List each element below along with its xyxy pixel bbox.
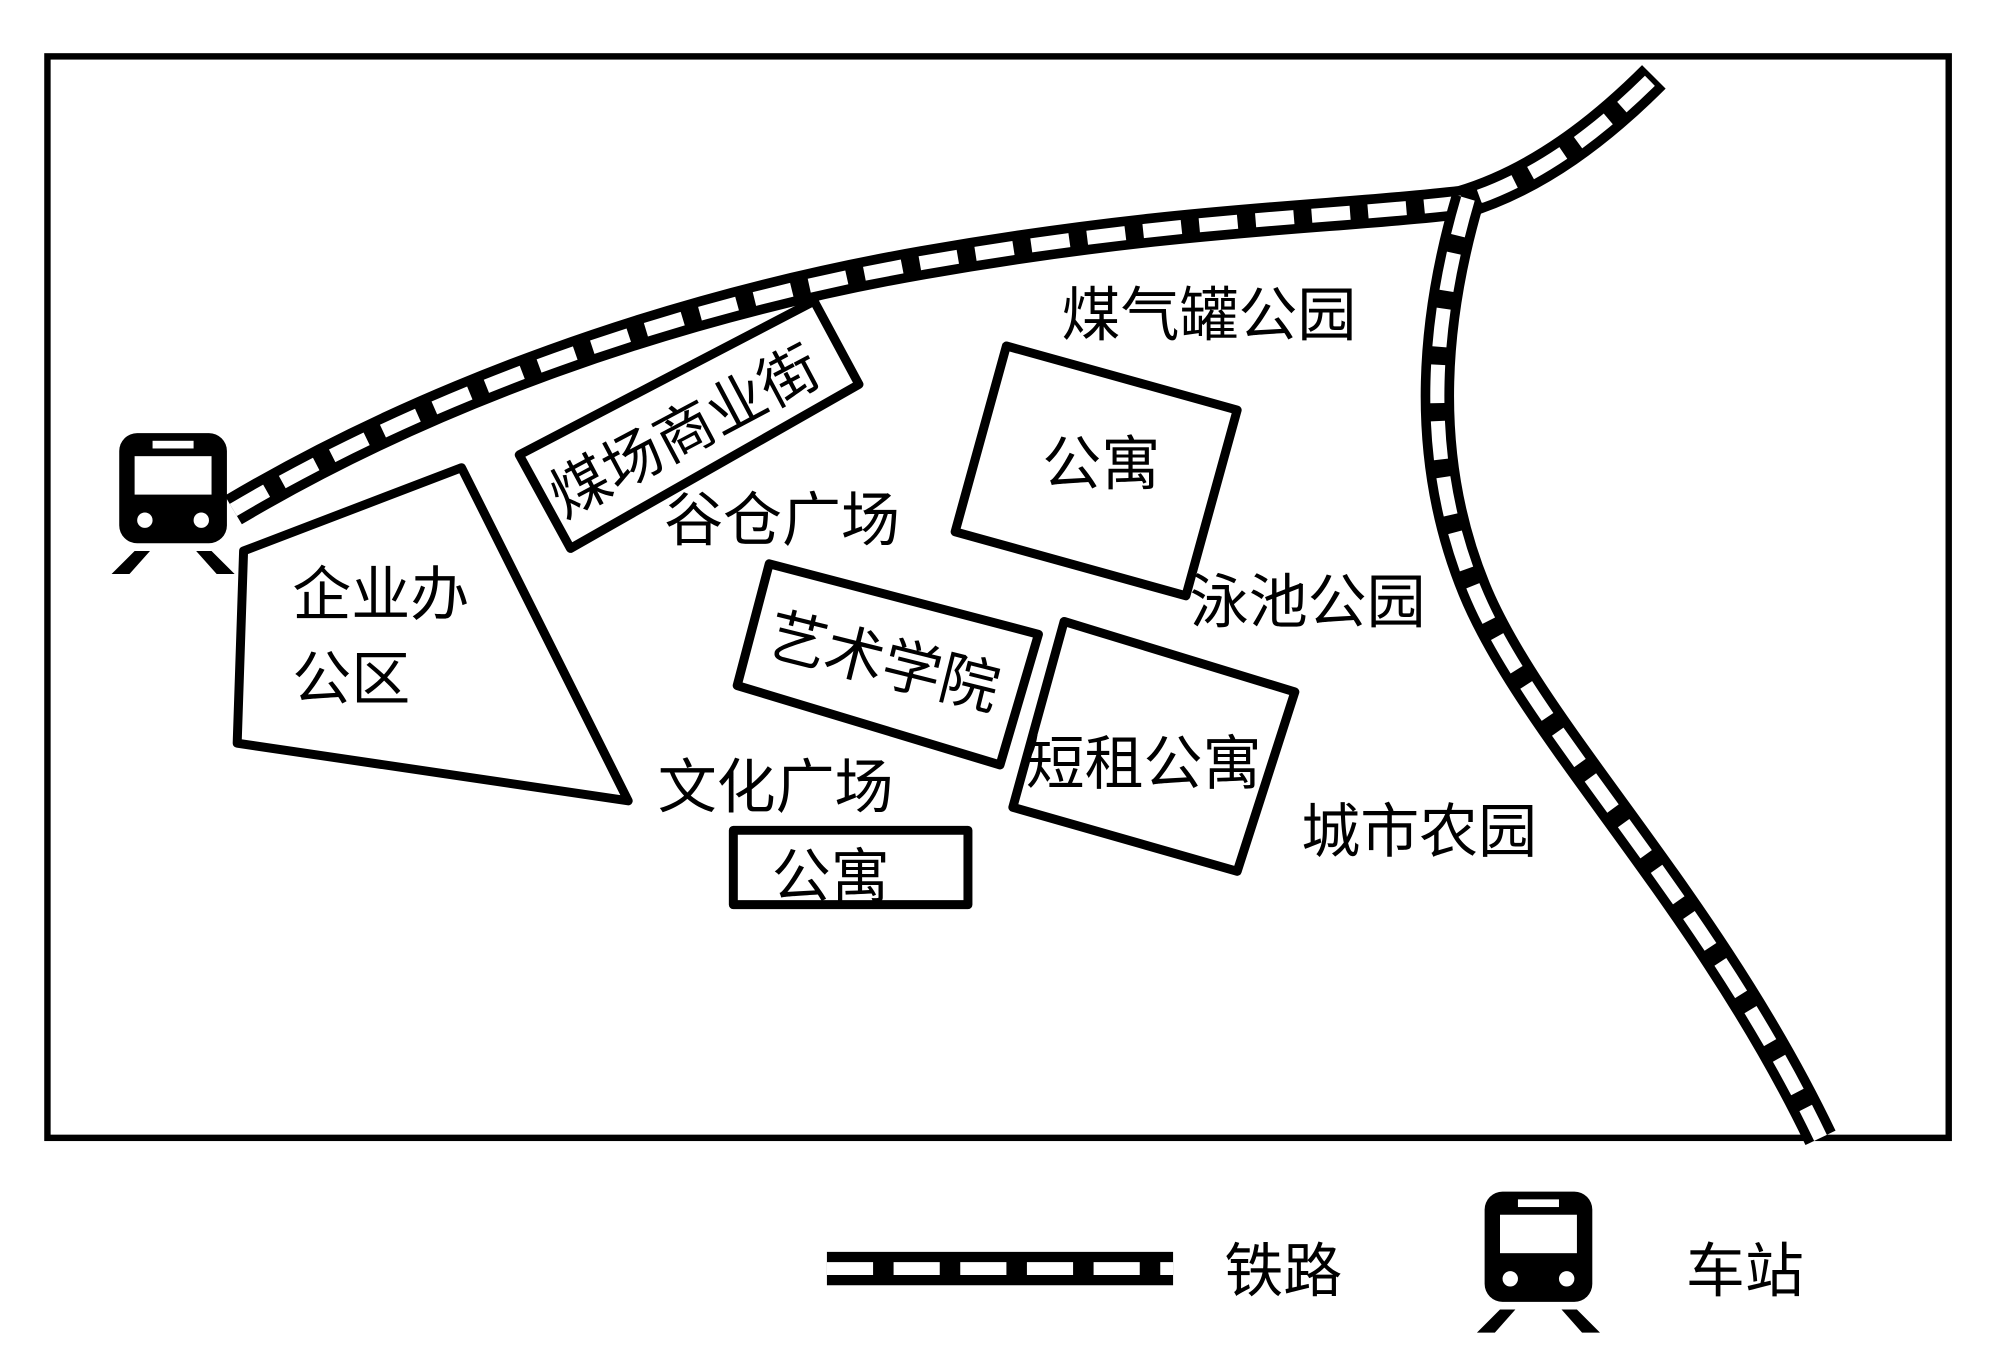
apartment-bottom-outline	[728, 825, 973, 910]
label-office-line1: 企业办	[292, 560, 469, 629]
label-urban-farm: 城市农园	[1301, 797, 1537, 866]
label-granary-square: 谷仓广场	[664, 486, 900, 555]
apartment-top-outline	[950, 341, 1242, 601]
railway-branch	[1420, 193, 1836, 1146]
label-apartment-top: 公寓	[1042, 429, 1160, 498]
legend-railway-label: 铁路	[1224, 1237, 1342, 1306]
label-gas-tank-park: 煤气罐公园	[1062, 281, 1357, 350]
legend-station-icon	[1476, 1191, 1600, 1333]
label-pool-park: 泳池公园	[1190, 568, 1426, 637]
label-office-line2: 公区	[292, 645, 410, 714]
office-district-outline	[232, 463, 633, 806]
art-academy-outline	[732, 559, 1043, 770]
short-rent-outline	[1008, 616, 1300, 876]
station-icon	[111, 433, 235, 575]
label-short-rent: 短租公寓	[1026, 729, 1262, 798]
label-apartment-bottom: 公寓	[772, 842, 890, 911]
map-frame	[44, 53, 1952, 1142]
label-culture-square: 文化广场	[658, 752, 894, 821]
legend: 铁路 车站	[826, 1191, 1804, 1333]
railway-main	[224, 65, 1666, 525]
legend-station-label: 车站	[1686, 1237, 1804, 1306]
coalyard-street-outline	[514, 296, 864, 553]
